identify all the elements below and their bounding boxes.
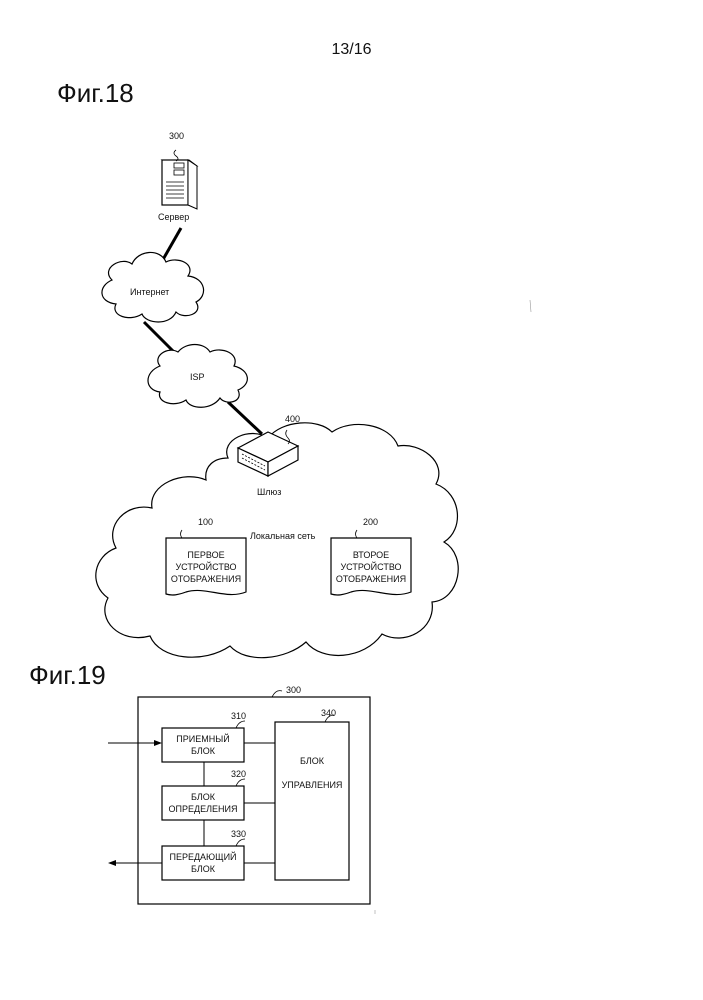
determiner-label: БЛОК ОПРЕДЕЛЕНИЯ [162,791,244,815]
controller-ref: 340 [321,708,336,718]
controller-label: БЛОК УПРАВЛЕНИЯ [275,755,349,791]
transmitter-label: ПЕРЕДАЮЩИЙ БЛОК [162,851,244,875]
receiver-label: ПРИЕМНЫЙ БЛОК [162,733,244,757]
input-arrow-icon [154,740,162,746]
fig19-server-ref: 300 [286,685,301,695]
receiver-ref: 310 [231,711,246,721]
controller-box [275,722,349,880]
output-arrow-icon [108,860,116,866]
determiner-ref: 320 [231,769,246,779]
transmitter-ref: 330 [231,829,246,839]
